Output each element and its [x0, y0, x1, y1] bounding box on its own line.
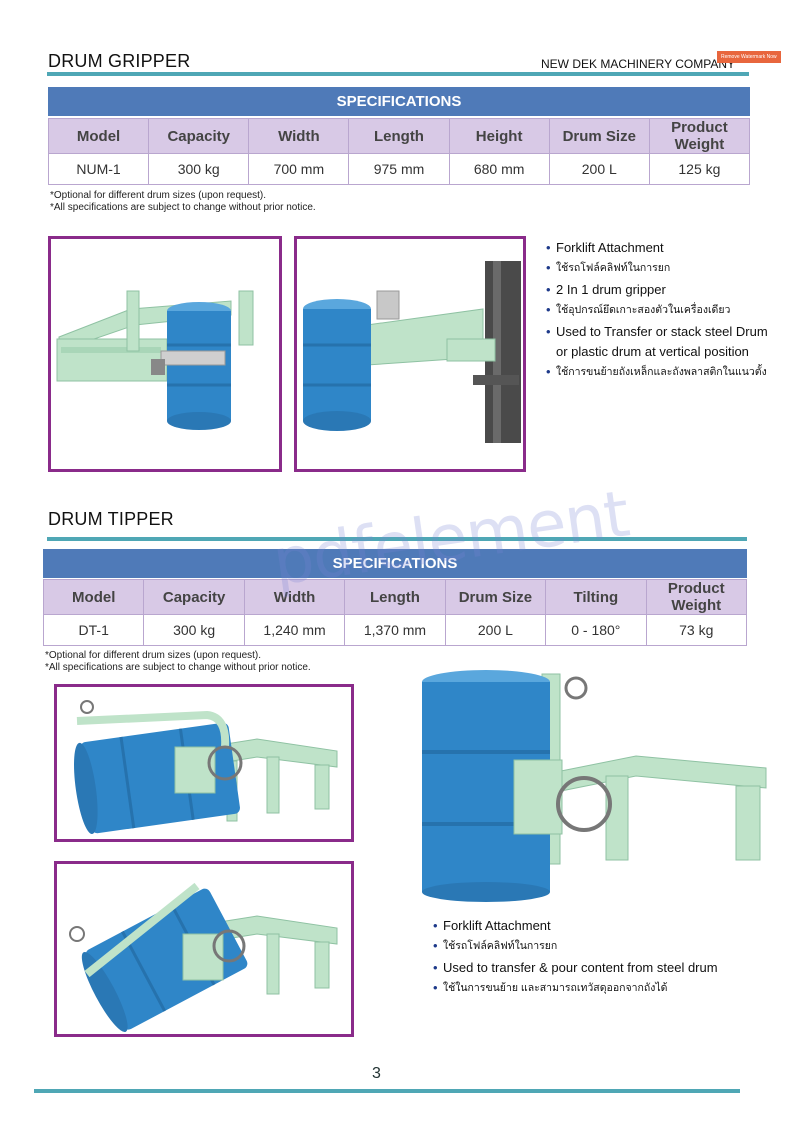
gripper-spec-table: Model Capacity Width Length Height Drum …: [47, 118, 751, 185]
gripper-spec-header-row: Model Capacity Width Length Height Drum …: [47, 118, 751, 154]
list-item: ใช้รถโฟล์คลิฟท์ในการยก: [546, 260, 768, 276]
list-item: ใช้ในการขนย้าย และสามารถเทวัสดุออกจากถัง…: [433, 980, 773, 996]
table-cell: 73 kg: [645, 614, 748, 646]
gripper-notes: *Optional for different drum sizes (upon…: [50, 190, 450, 214]
column-header: Length: [348, 118, 450, 154]
note-line: *Optional for different drum sizes (upon…: [50, 190, 267, 201]
drum-gripper-forklift-illustration: [303, 261, 521, 443]
page-number: 3: [372, 1065, 381, 1082]
table-cell: 0 - 180°: [545, 614, 647, 646]
column-header: Width: [243, 579, 346, 615]
column-header: Height: [448, 118, 550, 154]
table-cell: 125 kg: [648, 153, 751, 185]
tipper-photo-upright: [54, 684, 354, 842]
list-item: ใช้อุปกรณ์ยึดเกาะสองตัวในเครื่องเดียว: [546, 302, 768, 318]
header-rule: [47, 72, 749, 76]
gripper-feature-list: Forklift Attachment ใช้รถโฟล์คลิฟท์ในการ…: [546, 234, 768, 380]
list-item: Used to Transfer or stack steel Drum or …: [546, 322, 768, 362]
column-header: Model: [47, 118, 150, 154]
list-item: ใช้การขนย้ายถังเหล็กและถังพลาสติกในแนวตั…: [546, 364, 768, 380]
gripper-section-title: DRUM GRIPPER: [48, 51, 191, 71]
table-cell: DT-1: [42, 614, 145, 646]
table-cell: 300 kg: [143, 614, 245, 646]
tipper-notes: *Optional for different drum sizes (upon…: [45, 650, 445, 674]
tipper-spec-title: SPECIFICATIONS: [43, 549, 747, 578]
list-item: Used to transfer & pour content from ste…: [433, 958, 773, 978]
tipper-spec-header-row: Model Capacity Width Length Drum Size Ti…: [42, 579, 748, 615]
table-row: NUM-1 300 kg 700 mm 975 mm 680 mm 200 L …: [47, 153, 751, 185]
column-header: Product Weight: [645, 579, 748, 615]
column-header: Model: [42, 579, 145, 615]
tipper-feature-list: Forklift Attachment ใช้รถโฟล์คลิฟท์ในการ…: [433, 912, 773, 996]
table-cell: NUM-1: [47, 153, 150, 185]
table-cell: 680 mm: [448, 153, 550, 185]
remove-watermark-button[interactable]: Remove Watermark Now: [717, 51, 781, 63]
note-line: *Optional for different drum sizes (upon…: [45, 650, 262, 661]
column-header: Product Weight: [648, 118, 751, 154]
tipper-spec-table: Model Capacity Width Length Drum Size Ti…: [42, 579, 748, 646]
gripper-photo-front: [48, 236, 282, 472]
table-cell: 1,240 mm: [243, 614, 346, 646]
list-item: Forklift Attachment: [546, 238, 768, 258]
list-item: Forklift Attachment: [433, 916, 773, 936]
list-item: 2 In 1 drum gripper: [546, 280, 768, 300]
company-name: NEW DEK MACHINERY COMPANY: [541, 57, 736, 71]
drum-tipper-large-illustration: [422, 670, 767, 902]
drum-tipper-illustration: [74, 700, 338, 834]
table-cell: 300 kg: [148, 153, 250, 185]
column-header: Drum Size: [548, 118, 650, 154]
gripper-spec-title: SPECIFICATIONS: [48, 87, 750, 116]
footer-rule: [34, 1089, 740, 1093]
note-line: *All specifications are subject to chang…: [45, 662, 311, 673]
table-row: DT-1 300 kg 1,240 mm 1,370 mm 200 L 0 - …: [42, 614, 748, 646]
list-item: ใช้รถโฟล์คลิฟท์ในการยก: [433, 938, 773, 954]
table-cell: 975 mm: [348, 153, 450, 185]
tipper-photo-large: [406, 664, 772, 902]
table-cell: 200 L: [548, 153, 650, 185]
note-line: *All specifications are subject to chang…: [50, 202, 316, 213]
table-cell: 1,370 mm: [344, 614, 446, 646]
column-header: Drum Size: [444, 579, 547, 615]
column-header: Capacity: [148, 118, 250, 154]
column-header: Width: [248, 118, 350, 154]
drum-tipper-tilted-illustration: [69, 882, 338, 1032]
column-header: Capacity: [143, 579, 245, 615]
tipper-section-title: DRUM TIPPER: [48, 509, 174, 529]
tipper-photo-tilted: [54, 861, 354, 1037]
drum-gripper-illustration: [51, 290, 279, 430]
table-cell: 700 mm: [248, 153, 350, 185]
table-cell: 200 L: [444, 614, 547, 646]
column-header: Tilting: [545, 579, 647, 615]
tipper-rule: [47, 537, 747, 541]
gripper-photo-side: [294, 236, 526, 472]
column-header: Length: [344, 579, 446, 615]
